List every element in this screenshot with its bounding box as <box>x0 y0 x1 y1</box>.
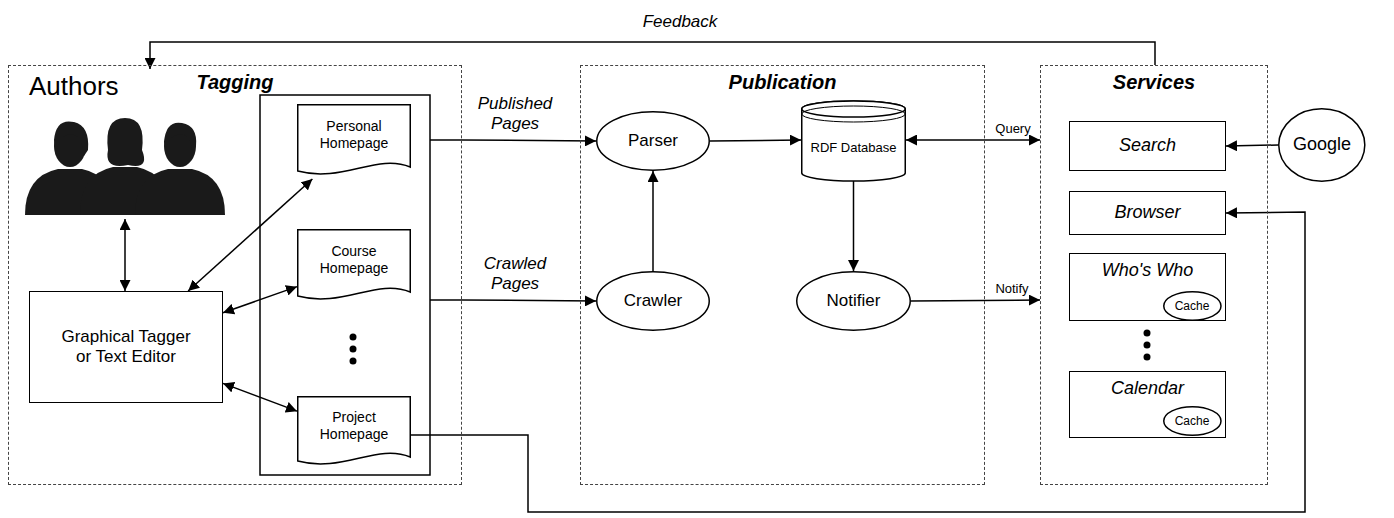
node-label: Graphical Tagger or Text Editor <box>53 327 199 368</box>
outline <box>298 230 411 299</box>
cache-outline <box>1163 406 1222 436</box>
outline <box>597 272 710 331</box>
connector-arrow <box>462 300 596 301</box>
group-title: Services <box>1041 70 1267 94</box>
document-shape: Personal Homepage <box>297 104 411 179</box>
outline-top <box>802 101 906 117</box>
node-label: Personal Homepage <box>303 118 405 152</box>
node-label: Project Homepage <box>303 409 405 443</box>
process-ellipse: Notifier <box>796 271 911 331</box>
author-silhouettes <box>25 118 225 215</box>
outline <box>1163 292 1220 320</box>
ellipse-outline <box>596 111 710 171</box>
edge-label: Crawled Pages <box>465 254 565 295</box>
process-ellipse: Parser <box>596 111 710 171</box>
group-panel: Parser RDF DatabaseCrawler Notifier Publica… <box>580 65 985 485</box>
connector-arrow <box>906 139 1040 141</box>
actor-group: Authors <box>29 69 229 219</box>
node-label: Cache <box>1175 299 1210 313</box>
connector-arrow <box>710 140 801 141</box>
page-container <box>260 95 430 475</box>
node-label: Crawler <box>624 291 683 311</box>
node-label: Who's Who <box>1102 260 1193 282</box>
outline <box>298 105 411 174</box>
outline <box>797 272 911 331</box>
group-title: Publication <box>581 70 984 94</box>
connector-arrow <box>652 171 654 271</box>
service-box: Search <box>1069 121 1226 171</box>
node-label: Browser <box>1114 202 1180 224</box>
ellipse-outline <box>596 271 710 331</box>
circle-outline <box>1278 108 1366 182</box>
group-panel: SearchBrowserCacheWho's WhoCacheCalendar… <box>1040 65 1268 485</box>
outline <box>802 101 906 181</box>
process-ellipse: Crawler <box>596 271 710 331</box>
outline <box>298 397 411 464</box>
connector-arrow <box>462 140 596 141</box>
ellipse-outline <box>796 271 911 331</box>
edge-label: Query <box>983 121 1043 137</box>
document-shape: Course Homepage <box>297 229 411 304</box>
connector-arrow <box>411 212 1305 512</box>
document-shape: Project Homepage <box>297 396 411 469</box>
cache-outline <box>1163 291 1222 321</box>
database-cylinder: RDF Database <box>801 101 906 181</box>
node-label: RDF Database <box>811 140 897 156</box>
edge-label: Published Pages <box>465 94 565 135</box>
connector-arrow <box>150 42 1155 69</box>
connector-arrow <box>223 287 297 313</box>
ellipsis-dots <box>350 330 1151 365</box>
group-panel: AuthorsGraphical Tagger or Text Editor Pe… <box>8 65 462 485</box>
node-label: Parser <box>628 131 678 151</box>
node-label: Google <box>1293 134 1351 156</box>
connector-arrow <box>223 383 297 411</box>
external-circle: Google <box>1278 108 1366 182</box>
node-label: Calendar <box>1111 378 1184 400</box>
connector-arrow <box>188 179 312 291</box>
container-stubs <box>430 140 462 300</box>
cache-ellipse: Cache <box>1163 406 1222 436</box>
cache-ellipse: Cache <box>1163 291 1222 321</box>
outline-ring <box>802 106 906 122</box>
service-box: Cache Calendar <box>1069 371 1226 438</box>
doc-outline <box>297 396 411 469</box>
service-box: Cache Who's Who <box>1069 253 1226 321</box>
connector-arrow <box>124 219 126 291</box>
node-label: Cache <box>1175 414 1210 428</box>
connector-arrow <box>911 300 1040 301</box>
outline <box>597 112 710 171</box>
edge-label: Notify <box>982 281 1042 297</box>
outline <box>1279 109 1365 182</box>
node-label: Authors <box>29 71 119 102</box>
connector-arrow <box>1226 145 1278 146</box>
group-title: Tagging <box>9 70 461 94</box>
process-box: Graphical Tagger or Text Editor <box>29 291 223 403</box>
cyl-outline <box>801 101 906 181</box>
edge-label: Feedback <box>615 12 745 32</box>
doc-outline <box>297 104 411 179</box>
outline <box>1163 407 1220 435</box>
doc-outline <box>297 229 411 304</box>
connector-arrow <box>853 181 855 271</box>
node-label: Course Homepage <box>303 243 405 277</box>
node-label: Notifier <box>827 291 881 311</box>
service-box: Browser <box>1069 191 1226 235</box>
node-label: Search <box>1119 135 1176 157</box>
